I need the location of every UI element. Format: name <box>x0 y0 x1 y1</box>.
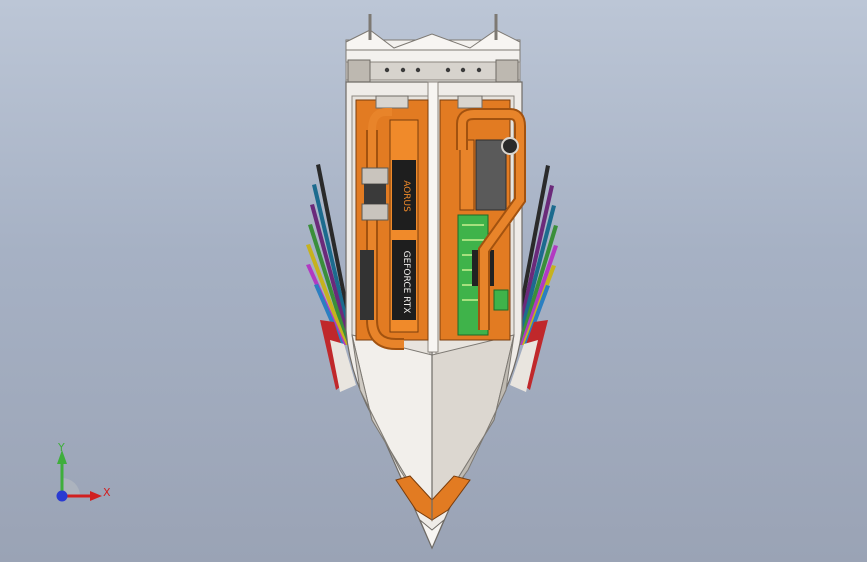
gpu-brand-text: AORUS <box>401 180 411 212</box>
y-axis-label: Y <box>58 441 65 454</box>
axis-triad-graphic <box>56 450 102 502</box>
right-component-bay <box>439 95 526 341</box>
orientation-triad: X Y <box>40 438 120 518</box>
gpu-label-text: GEFORCE RTX <box>401 251 411 314</box>
stern-frame <box>345 14 521 86</box>
x-axis-label: X <box>103 486 111 499</box>
left-component-bay: AORUS GEFORCE RTX <box>355 95 429 350</box>
